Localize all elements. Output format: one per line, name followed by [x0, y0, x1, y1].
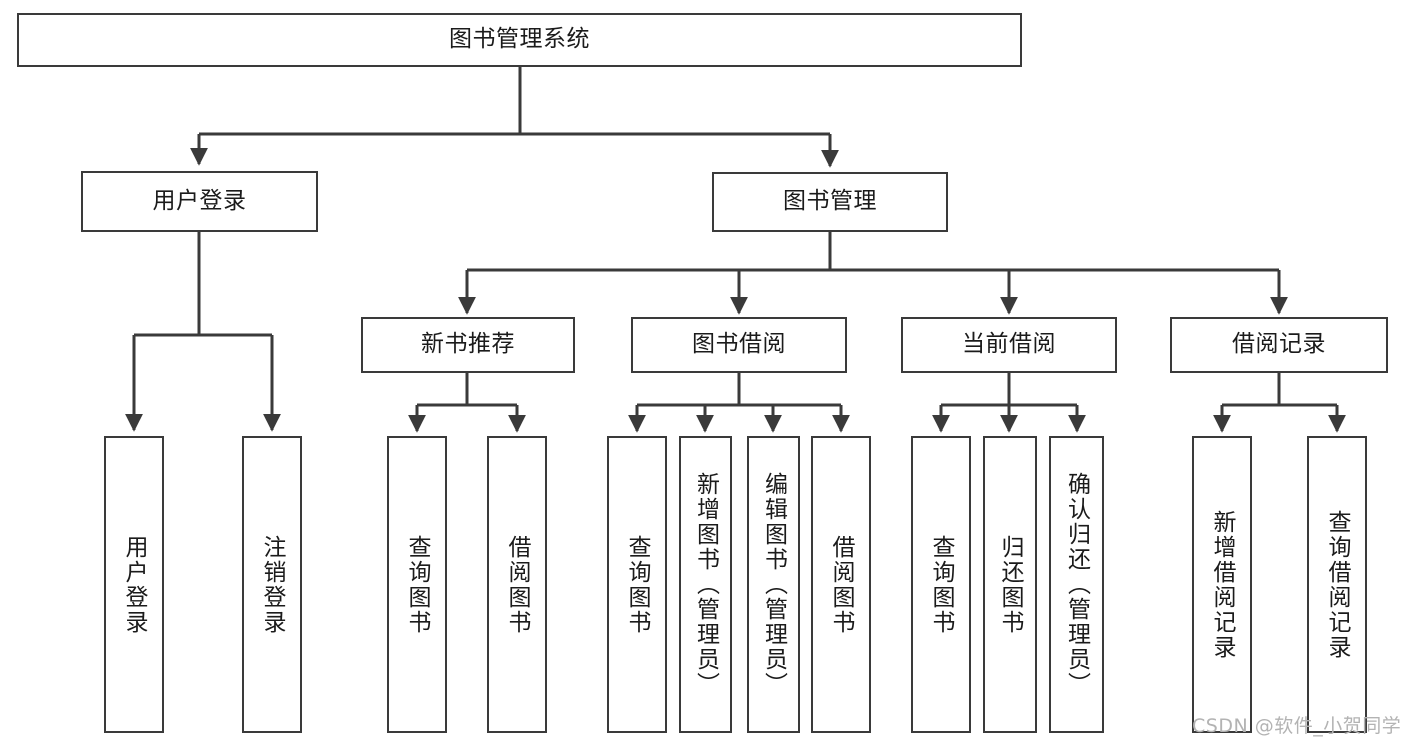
node-book-borrow-label: 图书借阅 — [692, 331, 786, 358]
node-leaf-query-book-3[interactable]: 查询图书 — [911, 436, 971, 733]
node-leaf-borrow-book-1-label: 借阅图书 — [504, 534, 531, 635]
node-book-borrow[interactable]: 图书借阅 — [631, 317, 847, 373]
node-leaf-user-logout-label: 注销登录 — [259, 534, 286, 635]
node-leaf-query-book-2-label: 查询图书 — [624, 534, 651, 635]
node-leaf-query-book-3-label: 查询图书 — [928, 534, 955, 635]
node-new-book-rec-label: 新书推荐 — [421, 331, 515, 358]
node-leaf-edit-book[interactable]: 编辑图书（管理员） — [747, 436, 800, 733]
node-current-borrow[interactable]: 当前借阅 — [901, 317, 1117, 373]
node-root-label: 图书管理系统 — [449, 26, 590, 53]
node-leaf-return-book[interactable]: 归还图书 — [983, 436, 1037, 733]
node-leaf-borrow-book-1[interactable]: 借阅图书 — [487, 436, 547, 733]
node-leaf-confirm-return[interactable]: 确认归还（管理员） — [1049, 436, 1104, 733]
node-leaf-query-record[interactable]: 查询借阅记录 — [1307, 436, 1367, 733]
node-leaf-user-login[interactable]: 用户登录 — [104, 436, 164, 733]
node-root[interactable]: 图书管理系统 — [17, 13, 1022, 67]
node-leaf-query-book-1[interactable]: 查询图书 — [387, 436, 447, 733]
node-book-manage-label: 图书管理 — [783, 188, 877, 215]
node-borrow-record-label: 借阅记录 — [1232, 331, 1326, 358]
node-new-book-rec[interactable]: 新书推荐 — [361, 317, 575, 373]
node-borrow-record[interactable]: 借阅记录 — [1170, 317, 1388, 373]
node-leaf-add-book-label: 新增图书（管理员） — [692, 472, 719, 697]
watermark: CSDN @软件_小贺同学 — [1192, 715, 1402, 737]
node-leaf-query-book-1-label: 查询图书 — [404, 534, 431, 635]
node-leaf-query-record-label: 查询借阅记录 — [1324, 509, 1351, 660]
node-leaf-add-book[interactable]: 新增图书（管理员） — [679, 436, 732, 733]
node-leaf-edit-book-label: 编辑图书（管理员） — [760, 472, 787, 697]
node-leaf-return-book-label: 归还图书 — [997, 534, 1024, 635]
node-leaf-borrow-book-2-label: 借阅图书 — [828, 534, 855, 635]
node-leaf-borrow-book-2[interactable]: 借阅图书 — [811, 436, 871, 733]
node-leaf-user-login-label: 用户登录 — [121, 534, 148, 635]
node-leaf-query-book-2[interactable]: 查询图书 — [607, 436, 667, 733]
node-leaf-add-record-label: 新增借阅记录 — [1209, 509, 1236, 660]
node-leaf-add-record[interactable]: 新增借阅记录 — [1192, 436, 1252, 733]
node-user-login-label: 用户登录 — [152, 187, 247, 214]
node-leaf-confirm-return-label: 确认归还（管理员） — [1063, 472, 1090, 697]
node-leaf-user-logout[interactable]: 注销登录 — [242, 436, 302, 733]
node-current-borrow-label: 当前借阅 — [962, 331, 1056, 358]
node-user-login[interactable]: 用户登录 — [81, 171, 318, 232]
node-book-manage[interactable]: 图书管理 — [712, 172, 948, 232]
